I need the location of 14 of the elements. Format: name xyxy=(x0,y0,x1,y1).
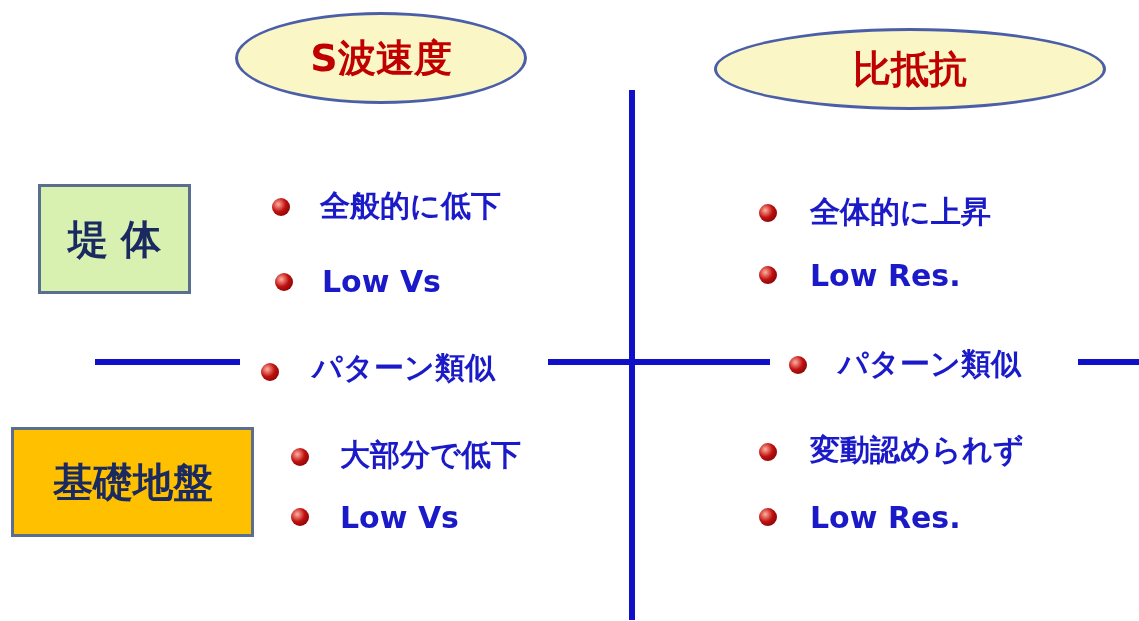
bullet-text: Low Res. xyxy=(810,257,961,293)
bullet-text: 全体的に上昇 xyxy=(810,192,991,231)
category-box: 基礎地盤 xyxy=(11,427,254,537)
bullet-text: パターン類似 xyxy=(312,348,495,387)
category-box: 堤 体 xyxy=(38,184,191,294)
heading-ellipse: 比抵抗 xyxy=(714,28,1106,110)
bullet-text: 大部分で低下 xyxy=(340,435,521,474)
bullet-text: パターン類似 xyxy=(838,344,1021,383)
bullet-text: Low Vs xyxy=(340,499,459,535)
bullet-text: 全般的に低下 xyxy=(320,186,501,225)
bullet-text: Low Vs xyxy=(322,263,441,299)
heading-ellipse: S波速度 xyxy=(235,12,527,104)
bullet-text: 変動認められず xyxy=(810,430,1024,469)
bullet-text: Low Res. xyxy=(810,499,961,535)
